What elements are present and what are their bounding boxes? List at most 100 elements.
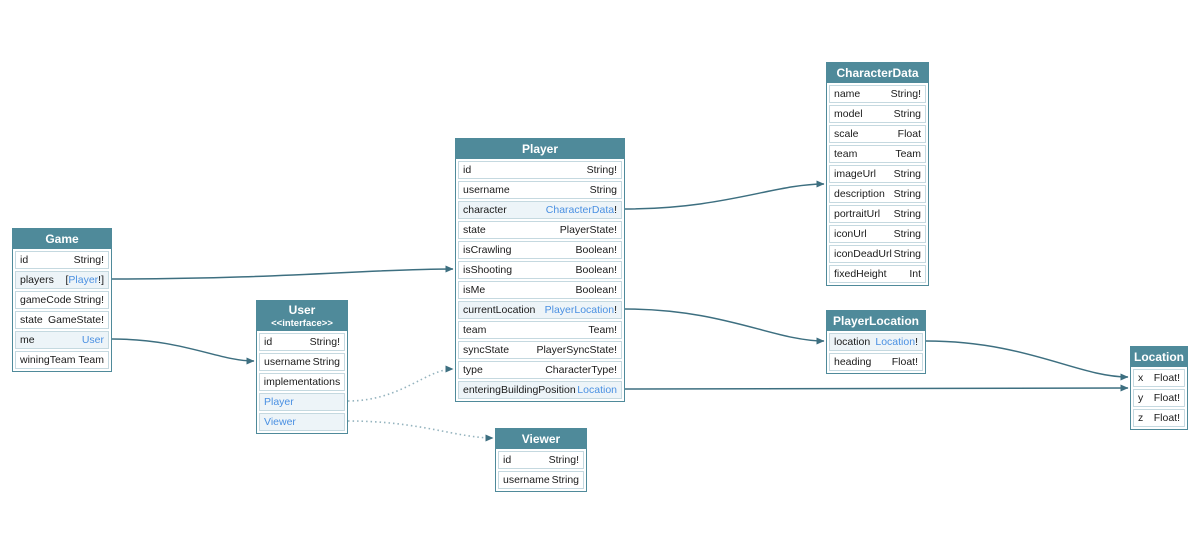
field-name: username xyxy=(264,356,311,368)
type-link[interactable]: Player xyxy=(68,274,99,286)
field-row-description[interactable]: description String xyxy=(829,185,926,203)
field-type: String xyxy=(589,184,617,196)
edge-player.enteringBuildingPosition-to-location.y xyxy=(624,384,1129,392)
field-name: team xyxy=(463,324,487,336)
field-type: Team! xyxy=(588,324,617,336)
type-node-title: Location xyxy=(1134,350,1184,364)
field-row-implementations[interactable]: implementations xyxy=(259,373,345,391)
type-node-header[interactable]: Viewer xyxy=(496,429,586,449)
field-name: gameCode xyxy=(20,294,72,306)
field-name: id xyxy=(264,336,273,348)
field-type: PlayerState! xyxy=(559,224,617,236)
field-type: Float! xyxy=(1153,412,1180,424)
field-name: iconUrl xyxy=(834,228,867,240)
field-name: id xyxy=(20,254,29,266)
edge-player.currentLocation-to-playerlocation.location xyxy=(624,308,825,345)
field-name: enteringBuildingPosition xyxy=(463,384,576,396)
field-name: description xyxy=(834,188,885,200)
field-row-isShooting[interactable]: isShooting Boolean! xyxy=(458,261,622,279)
type-node-title: User xyxy=(288,303,316,317)
type-link[interactable]: User xyxy=(81,334,104,346)
type-node-header[interactable]: Player xyxy=(456,139,624,159)
type-node-title: Viewer xyxy=(521,432,561,446)
type-node-header[interactable]: CharacterData xyxy=(827,63,928,83)
field-name: name xyxy=(834,88,861,100)
type-link[interactable]: Location xyxy=(875,336,916,348)
type-node-header[interactable]: User<<interface>> xyxy=(257,301,347,331)
implementation-link[interactable]: Player xyxy=(264,396,294,408)
field-row-z[interactable]: z Float! xyxy=(1133,409,1185,427)
edge-playerlocation.location-to-location.x xyxy=(925,340,1129,381)
field-name: team xyxy=(834,148,858,160)
field-type: Float! xyxy=(891,356,918,368)
type-suffix: !] xyxy=(98,274,104,286)
field-row-name[interactable]: name String! xyxy=(829,85,926,103)
type-link[interactable]: PlayerLocation xyxy=(544,304,615,316)
implementation-link[interactable]: Viewer xyxy=(264,416,296,428)
type-node-header[interactable]: Location xyxy=(1131,347,1187,367)
type-node-header[interactable]: PlayerLocation xyxy=(827,311,925,331)
field-type: Boolean! xyxy=(575,244,617,256)
edge-user.Viewer-to-viewer.header xyxy=(347,420,494,442)
field-type: String! xyxy=(890,88,921,100)
field-name: fixedHeight xyxy=(834,268,887,280)
field-name: z xyxy=(1138,412,1144,424)
field-type: Float xyxy=(897,128,921,140)
field-name: portraitUrl xyxy=(834,208,881,220)
field-row-fixedHeight[interactable]: fixedHeight Int xyxy=(829,265,926,283)
field-type: String xyxy=(893,188,921,200)
field-type: Int xyxy=(909,268,921,280)
field-type: Boolean! xyxy=(575,264,617,276)
field-name: character xyxy=(463,204,507,216)
field-row-Viewer[interactable]: Viewer xyxy=(259,413,345,431)
type-node-header[interactable]: Game xyxy=(13,229,111,249)
field-type: User xyxy=(82,334,104,346)
field-row-team[interactable]: team Team! xyxy=(458,321,622,339)
field-name: isShooting xyxy=(463,264,513,276)
type-link[interactable]: Location xyxy=(577,384,617,396)
field-row-Player[interactable]: Player xyxy=(259,393,345,411)
field-row-players[interactable]: players[Player!] xyxy=(15,271,109,289)
type-link[interactable]: CharacterData xyxy=(545,204,615,216)
